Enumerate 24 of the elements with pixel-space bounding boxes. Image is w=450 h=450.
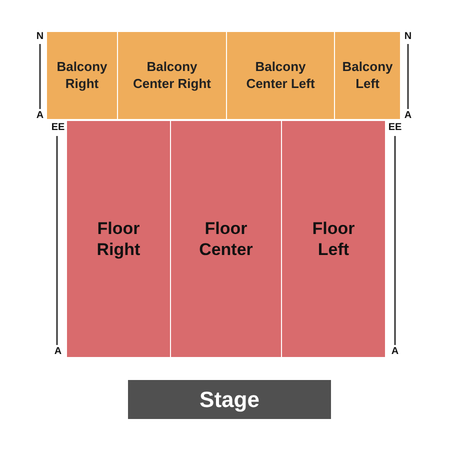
row-letter: A <box>54 347 62 357</box>
balcony-section <box>227 32 334 119</box>
row-letter: N <box>36 32 44 42</box>
balcony-section <box>47 32 117 119</box>
balcony-section <box>335 32 400 119</box>
section-label: Balcony Left <box>341 59 394 92</box>
balcony-section <box>118 32 226 119</box>
section-label: Balcony Center Left <box>245 59 316 92</box>
row-letter: A <box>391 347 399 357</box>
floor-section <box>171 121 281 357</box>
floor-section <box>282 121 385 357</box>
row-letter: A <box>36 111 44 121</box>
section-label: Balcony Center Right <box>132 59 212 92</box>
floor-section <box>67 121 170 357</box>
stage-block <box>128 380 331 419</box>
row-letter: A <box>404 111 412 121</box>
section-label: Balcony Right <box>56 59 108 92</box>
row-letter: EE <box>51 123 65 133</box>
section-label: Floor Center <box>198 218 254 260</box>
section-label: Stage <box>200 386 260 414</box>
section-label: Floor Right <box>96 218 142 260</box>
row-letter: EE <box>388 123 402 133</box>
row-letter: N <box>404 32 412 42</box>
section-label: Floor Left <box>311 218 356 260</box>
